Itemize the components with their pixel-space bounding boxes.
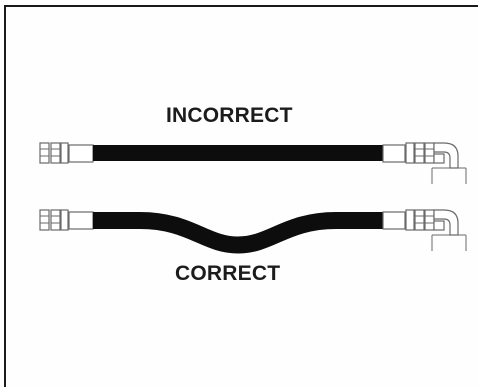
straight-hose-fitting-icon (39, 142, 94, 164)
diagram-frame (4, 5, 478, 387)
elbow-hose-fitting-icon (382, 142, 467, 184)
incorrect-hose (93, 145, 383, 161)
correct-hose (93, 212, 383, 254)
elbow-hose-fitting-icon (382, 209, 467, 251)
straight-hose-fitting-icon (39, 209, 94, 231)
correct-hose-assembly (39, 209, 467, 254)
incorrect-label: INCORRECT (166, 104, 293, 127)
correct-label: CORRECT (175, 262, 281, 285)
incorrect-hose-assembly (39, 142, 467, 184)
